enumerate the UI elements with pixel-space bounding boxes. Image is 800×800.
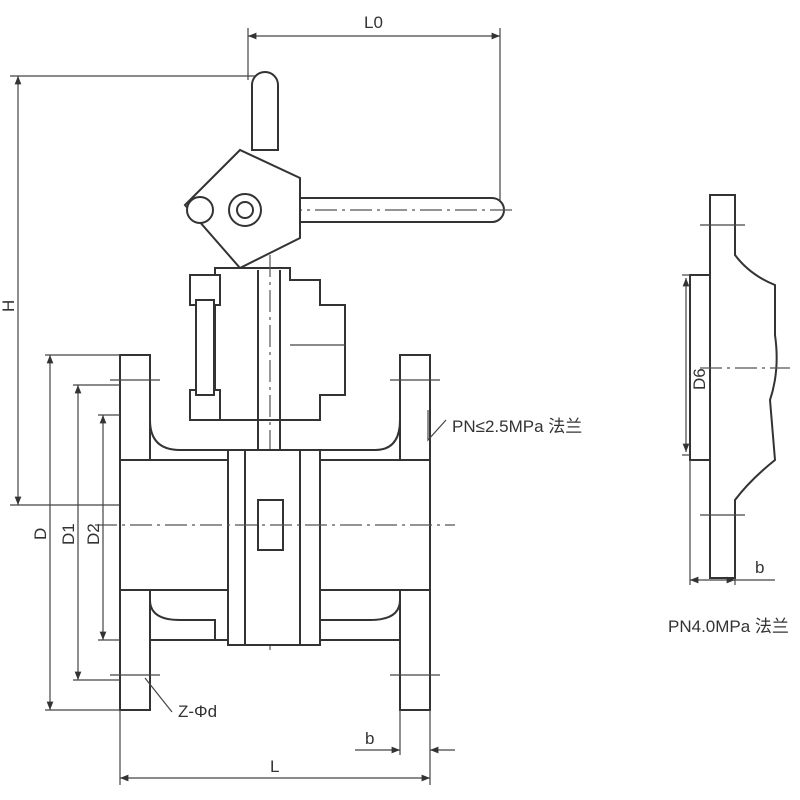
label-D6: D6: [690, 368, 709, 390]
dimension-b-main: b: [355, 710, 455, 785]
dimension-D1: D1: [59, 384, 120, 681]
label-flange-high: PN4.0MPa 法兰: [668, 617, 789, 636]
dimension-D6: D6: [682, 274, 709, 456]
dimension-L0: L0: [247, 13, 501, 200]
callout-flange-low: PN≤2.5MPa 法兰: [427, 410, 582, 442]
label-L: L: [270, 757, 279, 776]
dimension-b-side: b: [689, 460, 775, 585]
label-L0: L0: [364, 13, 383, 32]
label-D1: D1: [59, 523, 78, 545]
label-b-main: b: [365, 729, 374, 748]
label-D: D: [31, 528, 50, 540]
dimension-L: L: [119, 710, 430, 785]
callout-bolt-holes: Z-Φd: [144, 677, 217, 721]
label-b-side: b: [755, 558, 764, 577]
label-flange-low: PN≤2.5MPa 法兰: [452, 417, 582, 436]
bonnet: [189, 255, 346, 650]
dimension-D2: D2: [84, 414, 120, 641]
valve-body: [95, 354, 455, 711]
flange-detail-view: [689, 194, 790, 579]
label-D2: D2: [84, 523, 103, 545]
label-H: H: [0, 300, 18, 312]
handle: [183, 71, 515, 270]
label-bolt-holes: Z-Φd: [178, 702, 217, 721]
dimension-D: D: [31, 354, 120, 711]
